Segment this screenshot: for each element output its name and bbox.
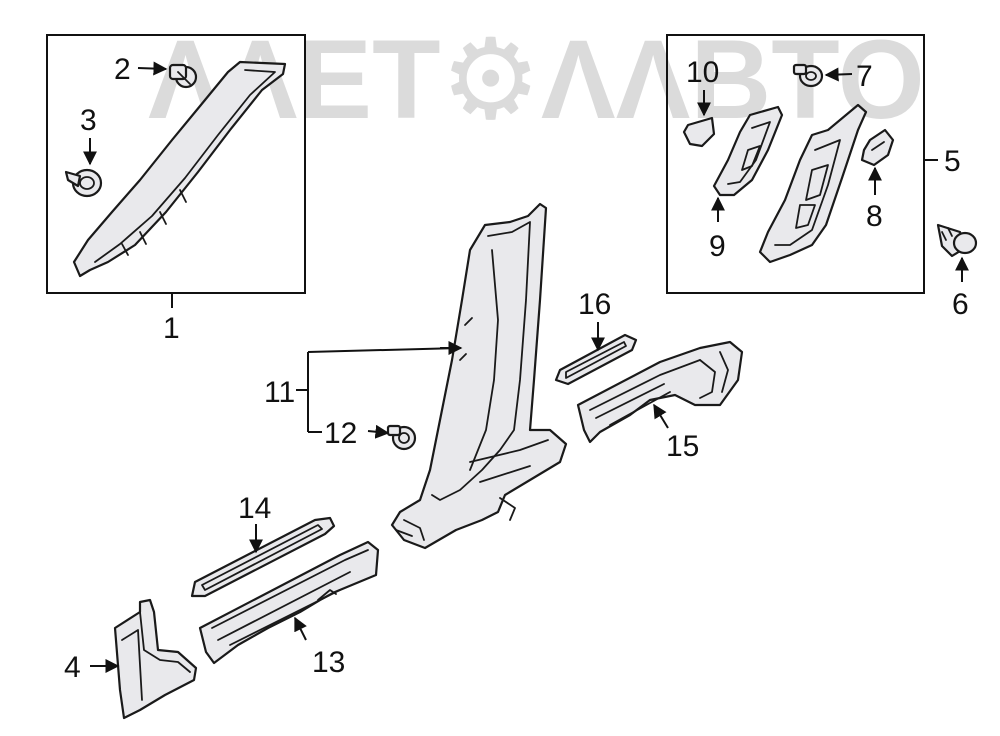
callout-6: 6 [952,288,969,321]
callout-15: 15 [666,430,699,463]
callout-3: 3 [80,104,97,137]
callout-9: 9 [709,230,726,263]
part-front-sill-trim [198,540,380,665]
callout-4: 4 [64,651,81,684]
callout-12: 12 [324,417,357,450]
leader-15 [653,403,669,429]
part-screw-7 [792,63,824,88]
part-upper-b-pillar-trim [758,103,868,264]
leader-13 [294,616,307,641]
leader-2 [137,61,168,76]
part-garnish-9 [712,105,784,197]
leader-12 [367,424,390,439]
callout-11: 11 [264,376,295,409]
callout-5: 5 [944,145,961,178]
part-b-pillar-lower-trim [390,202,568,550]
group-box-a-pillar [46,34,306,294]
part-kick-panel [113,598,198,720]
callout-2: 2 [114,53,131,86]
callout-10: 10 [686,56,719,89]
part-clip-8 [860,128,895,167]
leader-7 [824,67,853,82]
leader-11-bracket [296,347,461,432]
part-rear-sill-trim [576,340,744,444]
callout-14: 14 [238,492,271,525]
part-bolt-6 [936,223,978,258]
callout-7: 7 [856,60,873,93]
part-a-pillar-trim [72,60,287,278]
callout-16: 16 [578,288,611,321]
part-scuff-plate-14 [190,516,336,598]
part-clip-2 [168,63,198,89]
callout-13: 13 [312,646,345,679]
part-clip-3 [64,168,103,198]
callout-1: 1 [163,312,180,345]
group-box-upper-b-pillar [666,34,925,294]
part-scuff-plate-16 [554,333,638,386]
part-clip-12 [386,424,417,451]
callout-8: 8 [866,200,883,233]
part-clip-10 [682,116,716,148]
